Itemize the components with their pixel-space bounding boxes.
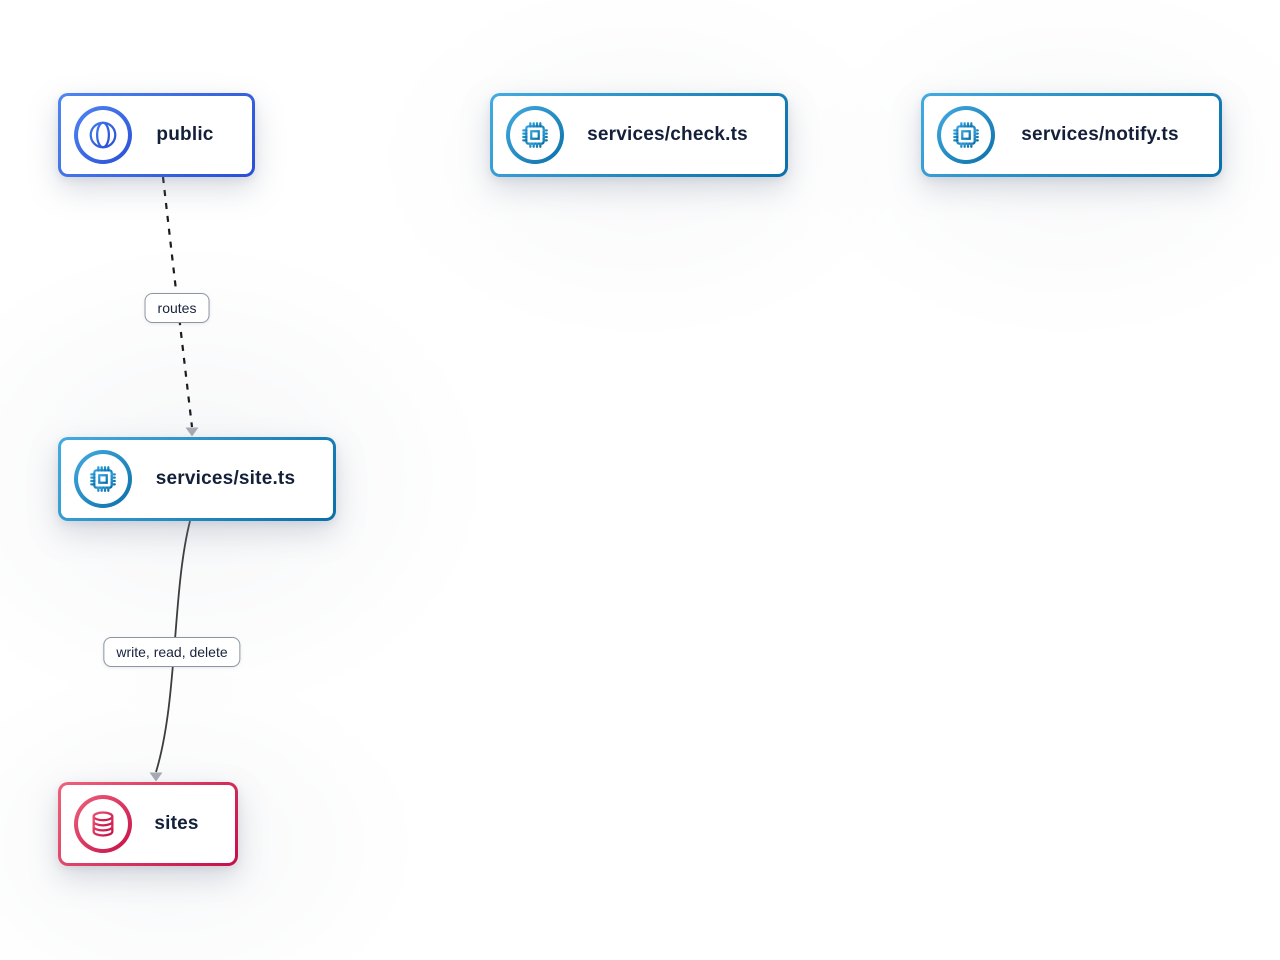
arrowhead-sites [149, 772, 163, 782]
node-body: public [61, 96, 252, 174]
edge-label-write-read-delete: write, read, delete [103, 637, 241, 667]
node-body: sites [61, 785, 235, 863]
globe-icon [74, 106, 132, 164]
node-label: public [156, 124, 214, 145]
database-icon [74, 795, 132, 853]
node-label: services/check.ts [587, 124, 748, 145]
node-services-notify[interactable]: services/notify.ts [921, 93, 1222, 177]
node-body: services/site.ts [61, 440, 333, 518]
node-label: services/notify.ts [1021, 124, 1179, 145]
cpu-icon [506, 106, 564, 164]
arrowhead-site [185, 427, 199, 437]
node-services-check[interactable]: services/check.ts [490, 93, 788, 177]
node-body: services/check.ts [493, 96, 785, 174]
node-body: services/notify.ts [924, 96, 1219, 174]
edge-public-to-site [161, 176, 194, 428]
node-label: sites [154, 813, 199, 834]
node-label: services/site.ts [155, 468, 296, 489]
cpu-icon [74, 450, 132, 508]
cpu-icon [937, 106, 995, 164]
node-services-site[interactable]: services/site.ts [58, 437, 336, 521]
node-public[interactable]: public [58, 93, 255, 177]
node-sites[interactable]: sites [58, 782, 238, 866]
edge-label-routes: routes [144, 293, 210, 323]
